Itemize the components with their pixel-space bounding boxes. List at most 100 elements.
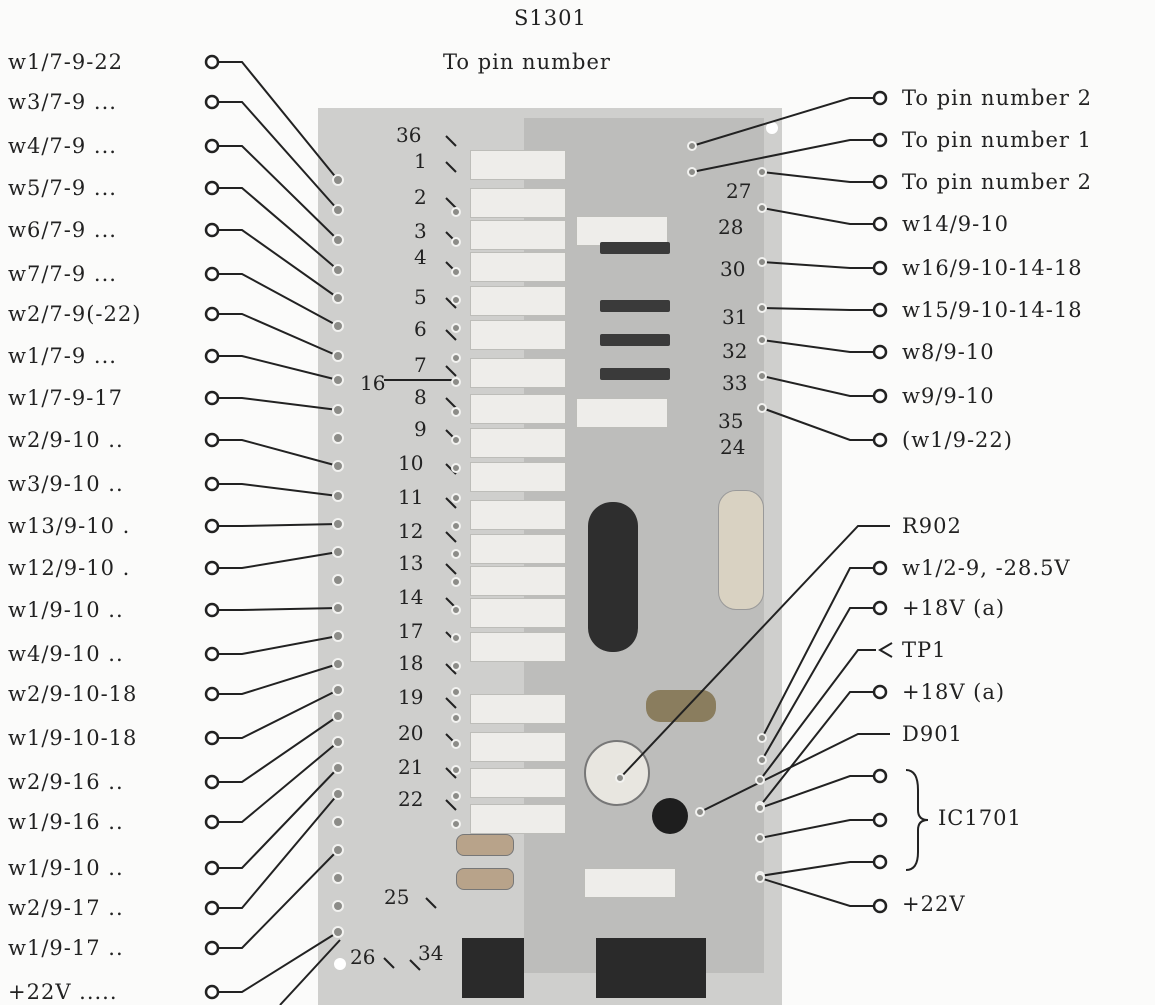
solder-pad	[687, 141, 697, 151]
right-label: w8/9-10	[902, 340, 995, 364]
solder-pad	[451, 237, 461, 247]
ic-package	[600, 300, 670, 312]
pin-tick	[445, 161, 457, 173]
terminal-circle	[204, 348, 220, 364]
terminal-circle	[872, 600, 888, 616]
capacitor	[470, 804, 566, 834]
leader-line	[218, 767, 339, 869]
left-label: w1/7-9-22	[8, 50, 124, 74]
pin-number: 26	[350, 945, 376, 969]
terminal-circle	[872, 90, 888, 106]
capacitor	[470, 286, 566, 316]
left-label: w1/7-9-17	[8, 386, 124, 410]
pin-number: 36	[396, 123, 422, 147]
capacitor	[470, 534, 566, 564]
leader-line	[218, 607, 339, 611]
pin-tick	[445, 767, 457, 779]
solder-pad	[332, 174, 344, 186]
leader-line	[218, 741, 339, 823]
pin-number: 18	[398, 651, 424, 675]
leader-line	[759, 861, 874, 877]
solder-pad	[757, 371, 767, 381]
terminal-circle	[204, 180, 220, 196]
capacitor	[584, 868, 676, 898]
left-label: w2/7-9(-22)	[8, 302, 142, 326]
solder-pad	[755, 775, 765, 785]
left-label: w1/9-10 ..	[8, 598, 124, 622]
pin-number: 17	[398, 619, 424, 643]
left-label: +22V .....	[8, 980, 118, 1004]
capacitor	[576, 398, 668, 428]
pin-tick	[425, 897, 437, 909]
solder-pad	[451, 267, 461, 277]
electrolytic-capacitor	[588, 502, 638, 652]
mounting-hole	[766, 122, 778, 134]
solder-pads	[332, 141, 767, 938]
terminal-circle	[872, 302, 888, 318]
left-label: w13/9-10 .	[8, 514, 131, 538]
leader-line	[759, 877, 874, 907]
terminal-circle	[204, 730, 220, 746]
pin-tick	[445, 297, 457, 309]
terminal-circle	[204, 306, 220, 322]
terminal-circle	[204, 390, 220, 406]
pin-tick	[409, 959, 421, 971]
solder-pad	[451, 323, 461, 333]
leader-line	[759, 819, 874, 839]
capacitor	[470, 428, 566, 458]
capacitor	[470, 462, 566, 492]
transistor	[652, 798, 688, 834]
pin-number: 34	[418, 941, 444, 965]
capacitor	[470, 500, 566, 530]
right-label: TP1	[902, 638, 947, 662]
terminal-circle	[872, 388, 888, 404]
terminal-circle	[872, 684, 888, 700]
terminal-circle	[872, 344, 888, 360]
solder-pad	[332, 574, 344, 586]
capacitor	[470, 768, 566, 798]
leader-line	[218, 793, 339, 909]
solder-pad	[757, 755, 767, 765]
solder-pad	[332, 546, 344, 558]
leader-line	[218, 273, 339, 327]
terminal-circle	[204, 686, 220, 702]
terminal-circle	[872, 854, 888, 870]
solder-pad	[332, 432, 344, 444]
left-label: w3/9-10 ..	[8, 472, 124, 496]
solder-pad	[451, 377, 461, 387]
left-label: w1/9-16 ..	[8, 810, 124, 834]
solder-pad	[332, 602, 344, 614]
terminal-circle	[204, 774, 220, 790]
pin-tick	[445, 135, 457, 147]
leader-line	[218, 715, 339, 783]
capacitor	[646, 690, 716, 722]
left-label: w1/9-10 ..	[8, 856, 124, 880]
leader-line	[218, 355, 339, 381]
solder-pad	[332, 710, 344, 722]
left-label: w12/9-10 .	[8, 556, 131, 580]
leader-line	[619, 525, 890, 779]
solder-pad	[332, 762, 344, 774]
left-label: w2/9-17 ..	[8, 896, 124, 920]
right-label: To pin number 2	[902, 86, 1092, 110]
pin-number: 8	[414, 385, 427, 409]
pin-tick	[445, 563, 457, 575]
pin-number: 5	[414, 285, 427, 309]
terminal-circle	[204, 984, 220, 1000]
left-label: w3/7-9 ...	[8, 90, 117, 114]
pin-number: 33	[722, 371, 748, 395]
terminal-circle	[204, 54, 220, 70]
pin-number: 3	[414, 219, 427, 243]
left-label: w7/7-9 ...	[8, 262, 117, 286]
left-label: w2/9-10-18	[8, 682, 138, 706]
pin-number: 1	[414, 149, 427, 173]
left-label: w5/7-9 ...	[8, 176, 117, 200]
left-label: w1/7-9 ...	[8, 344, 117, 368]
capacitor	[470, 220, 566, 250]
terminal-circle	[204, 860, 220, 876]
terminal-circle	[872, 174, 888, 190]
right-label: w16/9-10-14-18	[902, 256, 1083, 280]
solder-pad	[757, 203, 767, 213]
solder-pad	[757, 335, 767, 345]
resistor-r902	[718, 490, 764, 610]
